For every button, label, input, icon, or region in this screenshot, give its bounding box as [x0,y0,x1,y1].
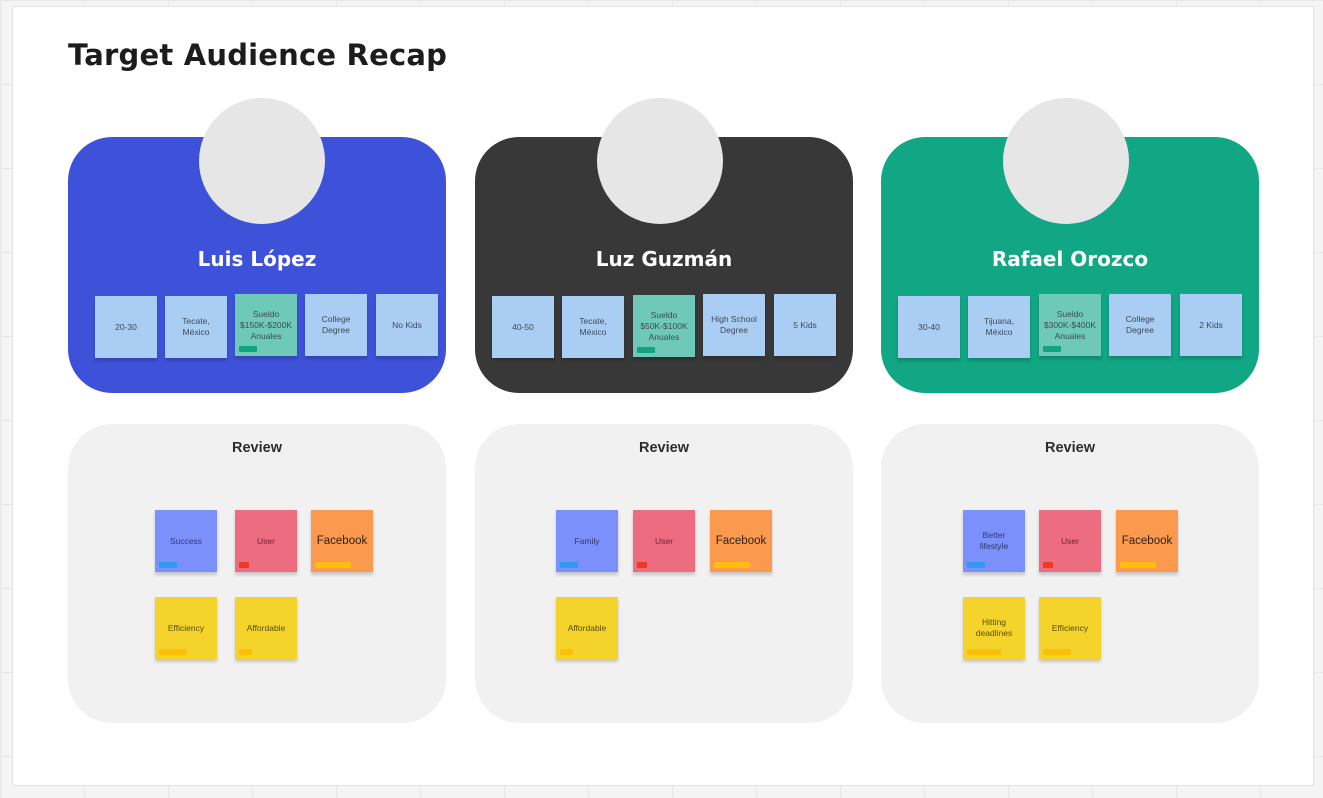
avatar-placeholder[interactable] [199,98,325,224]
sticky-note-education[interactable]: College Degree [1109,294,1171,356]
note-tag [1120,562,1156,568]
sticky-note-location[interactable]: Tijuana, México [968,296,1030,358]
sticky-note-review[interactable]: User [235,510,297,572]
sticky-note-education[interactable]: High School Degree [703,294,765,356]
sticky-note-review[interactable]: Success [155,510,217,572]
sticky-note-review[interactable]: Efficiency [155,597,217,659]
note-tag [714,562,750,568]
review-card-rafael[interactable]: Review [881,424,1259,723]
sticky-note-review[interactable]: Facebook [1116,510,1178,572]
note-tag [239,649,252,655]
note-tag [1043,562,1053,568]
note-tag [637,347,655,353]
note-tag [239,346,257,352]
persona-name: Luis López [197,247,317,271]
sticky-note-review[interactable]: Efficiency [1039,597,1101,659]
review-title: Review [639,440,689,456]
sticky-note-review[interactable]: Facebook [311,510,373,572]
sticky-note-salary[interactable]: Sueldo $150K-$200K Anuales [235,294,297,356]
sticky-note-age[interactable]: 30-40 [898,296,960,358]
sticky-note-kids[interactable]: No Kids [376,294,438,356]
board-title: Target Audience Recap [68,38,448,72]
avatar-placeholder[interactable] [1003,98,1129,224]
sticky-note-review[interactable]: User [633,510,695,572]
note-tag [560,649,573,655]
sticky-note-review[interactable]: Hitting deadlines [963,597,1025,659]
sticky-note-salary[interactable]: Sueldo $300K-$400K Anuales [1039,294,1101,356]
sticky-note-location[interactable]: Tecate, México [562,296,624,358]
note-tag [637,562,647,568]
note-tag [159,649,187,655]
sticky-note-review[interactable]: User [1039,510,1101,572]
review-title: Review [232,440,282,456]
review-card-luz[interactable]: Review [475,424,853,723]
avatar-placeholder[interactable] [597,98,723,224]
sticky-note-age[interactable]: 40-50 [492,296,554,358]
persona-name: Luz Guzmán [595,247,733,271]
note-tag [315,562,351,568]
sticky-note-age[interactable]: 20-30 [95,296,157,358]
review-title: Review [1045,440,1095,456]
note-tag [560,562,578,568]
note-tag [159,562,177,568]
review-card-luis[interactable]: Review [68,424,446,723]
sticky-note-review[interactable]: Family [556,510,618,572]
persona-name: Rafael Orozco [991,247,1149,271]
sticky-note-location[interactable]: Tecate, México [165,296,227,358]
sticky-note-kids[interactable]: 5 Kids [774,294,836,356]
sticky-note-review[interactable]: Affordable [235,597,297,659]
sticky-note-review[interactable]: Facebook [710,510,772,572]
sticky-note-education[interactable]: College Degree [305,294,367,356]
note-tag [967,562,985,568]
sticky-note-salary[interactable]: Sueldo $50K-$100K Anuales [633,295,695,357]
sticky-note-review[interactable]: Affordable [556,597,618,659]
note-tag [967,649,1001,655]
sticky-note-review[interactable]: Better lifestyle [963,510,1025,572]
note-tag [1043,346,1061,352]
note-tag [1043,649,1071,655]
note-tag [239,562,249,568]
sticky-note-kids[interactable]: 2 Kids [1180,294,1242,356]
